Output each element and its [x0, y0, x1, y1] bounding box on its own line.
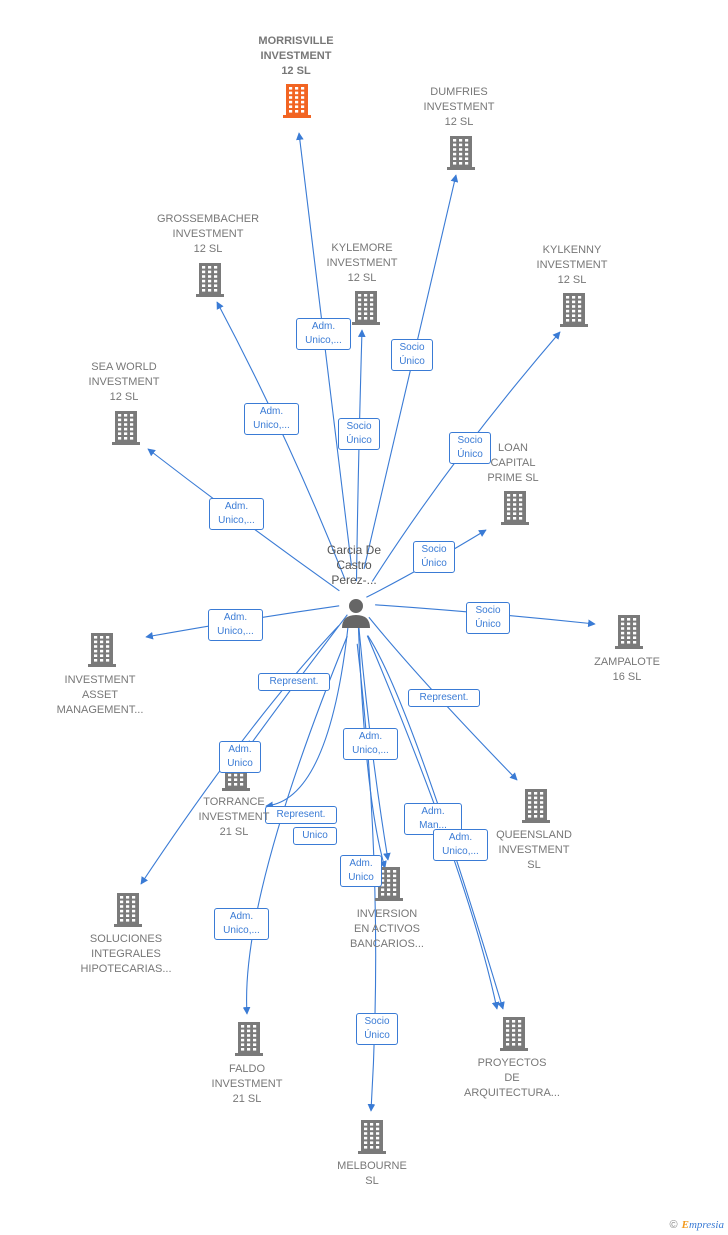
node-label-grossembacher[interactable]: GROSSEMBACHER INVESTMENT 12 SL — [156, 213, 260, 255]
node-label-kylkenny[interactable]: KYLKENNY INVESTMENT 12 SL — [536, 244, 608, 286]
node-label-kylemore[interactable]: KYLEMORE INVESTMENT 12 SL — [326, 242, 398, 284]
edge-label-iam[interactable]: Adm. Unico,... — [208, 609, 263, 641]
node-label-faldo[interactable]: FALDO INVESTMENT 21 SL — [211, 1063, 283, 1105]
node-label-dumfries[interactable]: DUMFRIES INVESTMENT 12 SL — [423, 86, 495, 128]
edge-label-seaworld[interactable]: Adm. Unico,... — [209, 498, 264, 530]
node-label-torrance[interactable]: TORRANCE INVESTMENT 21 SL — [198, 796, 270, 838]
building-icon-melbourne[interactable] — [358, 1120, 386, 1154]
edge-morrisville — [296, 132, 352, 566]
edge-label-proyectos[interactable]: Adm. Unico,... — [433, 829, 488, 861]
edge-grossembacher — [216, 301, 346, 580]
edge-kylemore — [355, 329, 366, 582]
edge-proyectos — [367, 635, 505, 1010]
building-icon-soluciones[interactable] — [114, 893, 142, 927]
building-icon-faldo[interactable] — [235, 1022, 263, 1056]
node-label-proyectos[interactable]: PROYECTOS DE ARQUITECTURA... — [464, 1057, 560, 1099]
edge-faldo — [242, 635, 348, 1015]
edge-label-dumfries[interactable]: Socio Único — [391, 339, 433, 371]
node-label-melbourne[interactable]: MELBOURNE SL — [337, 1160, 407, 1187]
nodes-layer — [88, 84, 643, 1154]
center-person-label[interactable]: Garcia De Castro Perez-... — [326, 543, 382, 587]
building-icon-kylkenny[interactable] — [560, 293, 588, 327]
building-icon-loan[interactable] — [501, 491, 529, 525]
person-icon[interactable] — [342, 599, 370, 628]
building-icon-grossembacher[interactable] — [196, 263, 224, 297]
edge-label-morrisville[interactable]: Adm. Unico,... — [296, 318, 351, 350]
node-label-zampalote[interactable]: ZAMPALOTE 16 SL — [594, 656, 660, 683]
edge-label-faldo[interactable]: Represent. — [265, 806, 337, 824]
copyright-symbol: © — [669, 1219, 678, 1231]
node-label-seaworld[interactable]: SEA WORLD INVESTMENT 12 SL — [88, 361, 160, 403]
brand-initial: E — [681, 1219, 689, 1231]
brand-name: mpresia — [688, 1219, 724, 1231]
edge-label-kylkenny[interactable]: Socio Único — [449, 432, 491, 464]
edge-label-soluciones[interactable]: Represent. — [258, 673, 330, 691]
edge-faldo — [265, 619, 350, 810]
node-label-iam[interactable]: INVESTMENT ASSET MANAGEMENT... — [56, 674, 144, 716]
node-label-soluciones[interactable]: SOLUCIONES INTEGRALES HIPOTECARIAS... — [80, 933, 172, 975]
edge-label-loan[interactable]: Socio Único — [413, 541, 455, 573]
edge-label-melbourne[interactable]: Socio Único — [356, 1013, 398, 1045]
brand-watermark: ©Empresia — [670, 1219, 725, 1231]
edge-label-faldo[interactable]: Adm. Unico,... — [214, 908, 269, 940]
node-label-loan[interactable]: LOAN CAPITAL PRIME SL — [487, 442, 539, 484]
node-label-morrisville[interactable]: MORRISVILLE INVESTMENT 12 SL — [258, 35, 334, 77]
building-icon-dumfries[interactable] — [447, 136, 475, 170]
edge-label-kylemore[interactable]: Socio Único — [338, 418, 380, 450]
edge-soluciones — [140, 625, 340, 885]
building-icon-zampalote[interactable] — [615, 615, 643, 649]
building-icon-morrisville[interactable] — [283, 84, 311, 118]
node-label-inversion[interactable]: INVERSION EN ACTIVOS BANCARIOS... — [350, 908, 424, 950]
edge-label-inversion[interactable]: Adm. Unico — [340, 855, 382, 887]
edge-label-queensland[interactable]: Represent. — [408, 689, 480, 707]
edge-label-grossembacher[interactable]: Adm. Unico,... — [244, 403, 299, 435]
node-label-queensland[interactable]: QUEENSLAND INVESTMENT SL — [496, 829, 572, 871]
building-icon-inversion[interactable] — [375, 867, 403, 901]
edge-sublabel-faldo[interactable]: Unico — [293, 827, 337, 845]
edge-label-torrance[interactable]: Adm. Unico — [219, 741, 261, 773]
building-icon-kylemore[interactable] — [352, 291, 380, 325]
building-icon-seaworld[interactable] — [112, 411, 140, 445]
building-icon-proyectos[interactable] — [500, 1017, 528, 1051]
building-icon-iam[interactable] — [88, 633, 116, 667]
edge-label-zampalote[interactable]: Socio Único — [466, 602, 510, 634]
building-icon-queensland[interactable] — [522, 789, 550, 823]
edge-label-inversion[interactable]: Adm. Unico,... — [343, 728, 398, 760]
edge-dumfries — [363, 174, 459, 570]
